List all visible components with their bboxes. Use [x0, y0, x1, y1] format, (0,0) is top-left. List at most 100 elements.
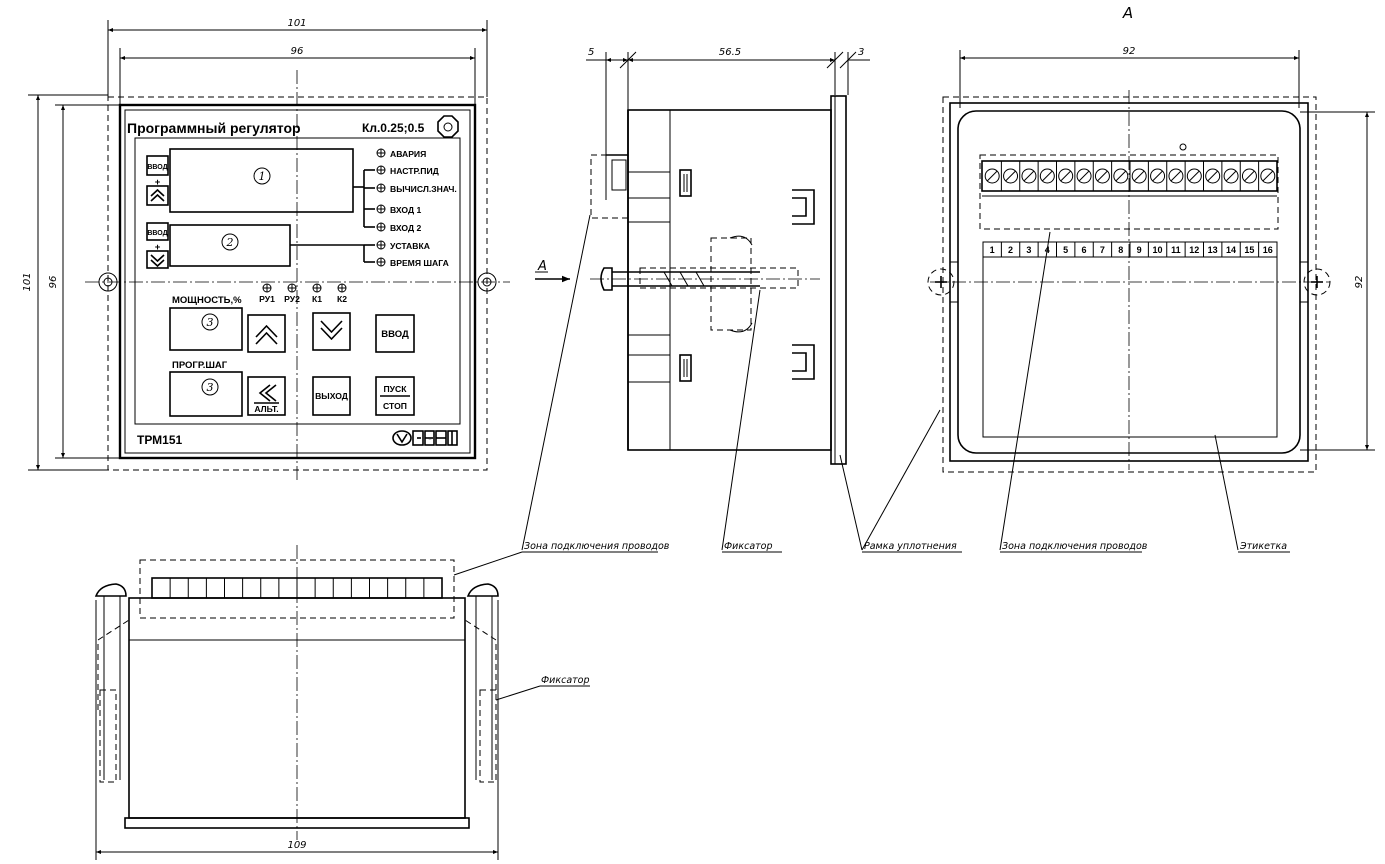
led-row: РУ1 РУ2 К1 К2 — [259, 283, 347, 304]
annotations: Зона подключения проводов Фиксатор Рамка… — [453, 214, 1290, 701]
panel-title: Программный регулятор — [127, 120, 301, 136]
indicator-calculated: ВЫЧИСЛ.ЗНАЧ. — [376, 183, 457, 194]
side-latch-top — [679, 169, 692, 197]
terminal-number: 10 — [1153, 245, 1163, 255]
display-step-number: 3 — [207, 381, 214, 394]
dim-front-height-101: 101 — [22, 272, 33, 291]
side-terminal-zone — [590, 154, 629, 219]
exit-button-label: ВЫХОД — [315, 391, 348, 401]
svg-text:ОВЕН: ОВЕН — [429, 439, 432, 441]
accuracy-class: Кл.0.25;0.5 — [362, 121, 425, 135]
terminal-screw — [1168, 168, 1184, 184]
bottom-terminal-zone — [139, 559, 455, 619]
terminal-number: 13 — [1208, 245, 1218, 255]
svg-text:К1: К1 — [312, 294, 322, 304]
front-view: 101 96 101 96 Программный регулятор Кл.0… — [22, 18, 510, 480]
terminal-number: 15 — [1244, 245, 1254, 255]
terminal-screw — [1241, 168, 1257, 184]
svg-text:РУ2: РУ2 — [284, 294, 300, 304]
side-key-down-label: ВВОД — [147, 230, 167, 237]
side-key-down[interactable]: ВВОД + — [146, 222, 169, 269]
start-stop-button[interactable]: ПУСК СТОП — [375, 376, 415, 416]
up-button[interactable] — [247, 314, 286, 353]
model-label: ТРМ151 — [137, 433, 183, 447]
indicator-input-1: ВХОД 1 — [376, 204, 421, 215]
power-label: МОЩНОСТЬ,% — [172, 295, 242, 306]
display-power — [169, 307, 243, 351]
dim-front-height-96: 96 — [48, 276, 59, 289]
terminal-screw — [1223, 168, 1239, 184]
terminal-screw — [1186, 168, 1202, 184]
back-outer-frame — [942, 96, 1317, 473]
dim-back-width-92: 92 — [1123, 46, 1136, 57]
terminal-number: 14 — [1226, 245, 1236, 255]
led-ru1: РУ1 — [259, 283, 275, 304]
svg-text:УСТАВКА: УСТАВКА — [390, 241, 430, 251]
terminal-number: 8 — [1118, 245, 1123, 255]
back-dimensions: 92 92 — [959, 46, 1375, 451]
terminal-number: 3 — [1026, 245, 1031, 255]
dim-bottom-width-109: 109 — [287, 840, 306, 851]
terminal-number: 9 — [1137, 245, 1142, 255]
down-button[interactable] — [312, 312, 351, 351]
indicator-input-2: ВХОД 2 — [376, 222, 421, 233]
label-latch-side: Фиксатор — [724, 541, 773, 552]
mount-hole-right — [477, 272, 497, 292]
label-latch-bottom: Фиксатор — [541, 675, 590, 686]
view-arrow-a: A — [537, 259, 547, 274]
back-view: A 92 92 — [927, 4, 1375, 473]
side-view: 5 56.5 3 — [535, 47, 870, 465]
step-label: ПРОГР.ШАГ — [172, 360, 228, 371]
terminal-screw — [1131, 168, 1147, 184]
back-terminal-zone — [979, 154, 1279, 230]
certification-icon — [437, 115, 459, 138]
front-dimensions: 101 96 101 96 — [22, 18, 488, 471]
terminal-screw — [1260, 168, 1276, 184]
back-screw-right — [1299, 261, 1331, 303]
terminal-screw — [1039, 168, 1055, 184]
dim-side-3: 3 — [858, 47, 864, 58]
front-outer-frame — [107, 96, 488, 471]
dim-side-5: 5 — [588, 47, 594, 58]
side-key-up[interactable]: ВВОД + — [146, 155, 169, 206]
svg-text:АВАРИЯ: АВАРИЯ — [390, 149, 426, 159]
terminal-screw — [1113, 168, 1129, 184]
side-housing — [627, 109, 832, 451]
owen-logo: ОВЕН — [392, 430, 458, 446]
indicator-alarm: АВАРИЯ — [376, 148, 426, 159]
terminal-screw — [1003, 168, 1019, 184]
bottom-latch-left — [94, 583, 130, 783]
svg-text:ВХОД 1: ВХОД 1 — [390, 205, 421, 215]
svg-text:ВРЕМЯ ШАГА: ВРЕМЯ ШАГА — [390, 258, 449, 268]
terminal-number: 1 — [990, 245, 995, 255]
terminal-number: 2 — [1008, 245, 1013, 255]
svg-text:ВХОД 2: ВХОД 2 — [390, 223, 421, 233]
label-seal-frame: Рамка уплотнения — [864, 541, 957, 552]
alt-button-label: АЛЬТ. — [254, 404, 278, 414]
side-key-up-label: ВВОД — [147, 164, 167, 171]
dim-side-56-5: 56.5 — [719, 47, 741, 58]
terminal-screw — [1021, 168, 1037, 184]
double-down-arrow-icon — [150, 254, 165, 268]
front-panel-face — [134, 137, 461, 425]
label-sticker-area — [982, 241, 1278, 438]
side-dimensions: 5 56.5 3 — [586, 47, 870, 200]
terminal-screw — [1150, 168, 1166, 184]
mounting-screw — [600, 235, 799, 333]
svg-text:РУ1: РУ1 — [259, 294, 275, 304]
enter-button[interactable]: ВВОД — [375, 314, 415, 353]
terminal-number: 6 — [1082, 245, 1087, 255]
double-up-arrow-icon — [255, 324, 278, 345]
dim-back-height-92: 92 — [1354, 276, 1365, 289]
svg-text:К2: К2 — [337, 294, 347, 304]
exit-button[interactable]: ВЫХОД — [312, 376, 351, 416]
indicator-step-time: ВРЕМЯ ШАГА — [376, 257, 449, 268]
double-up-arrow-icon — [150, 188, 165, 202]
display-1 — [169, 148, 354, 213]
alt-button[interactable]: АЛЬТ. — [247, 376, 286, 416]
led-ru2: РУ2 — [284, 283, 300, 304]
terminal-number: 7 — [1100, 245, 1105, 255]
bottom-view: 109 — [94, 545, 499, 860]
